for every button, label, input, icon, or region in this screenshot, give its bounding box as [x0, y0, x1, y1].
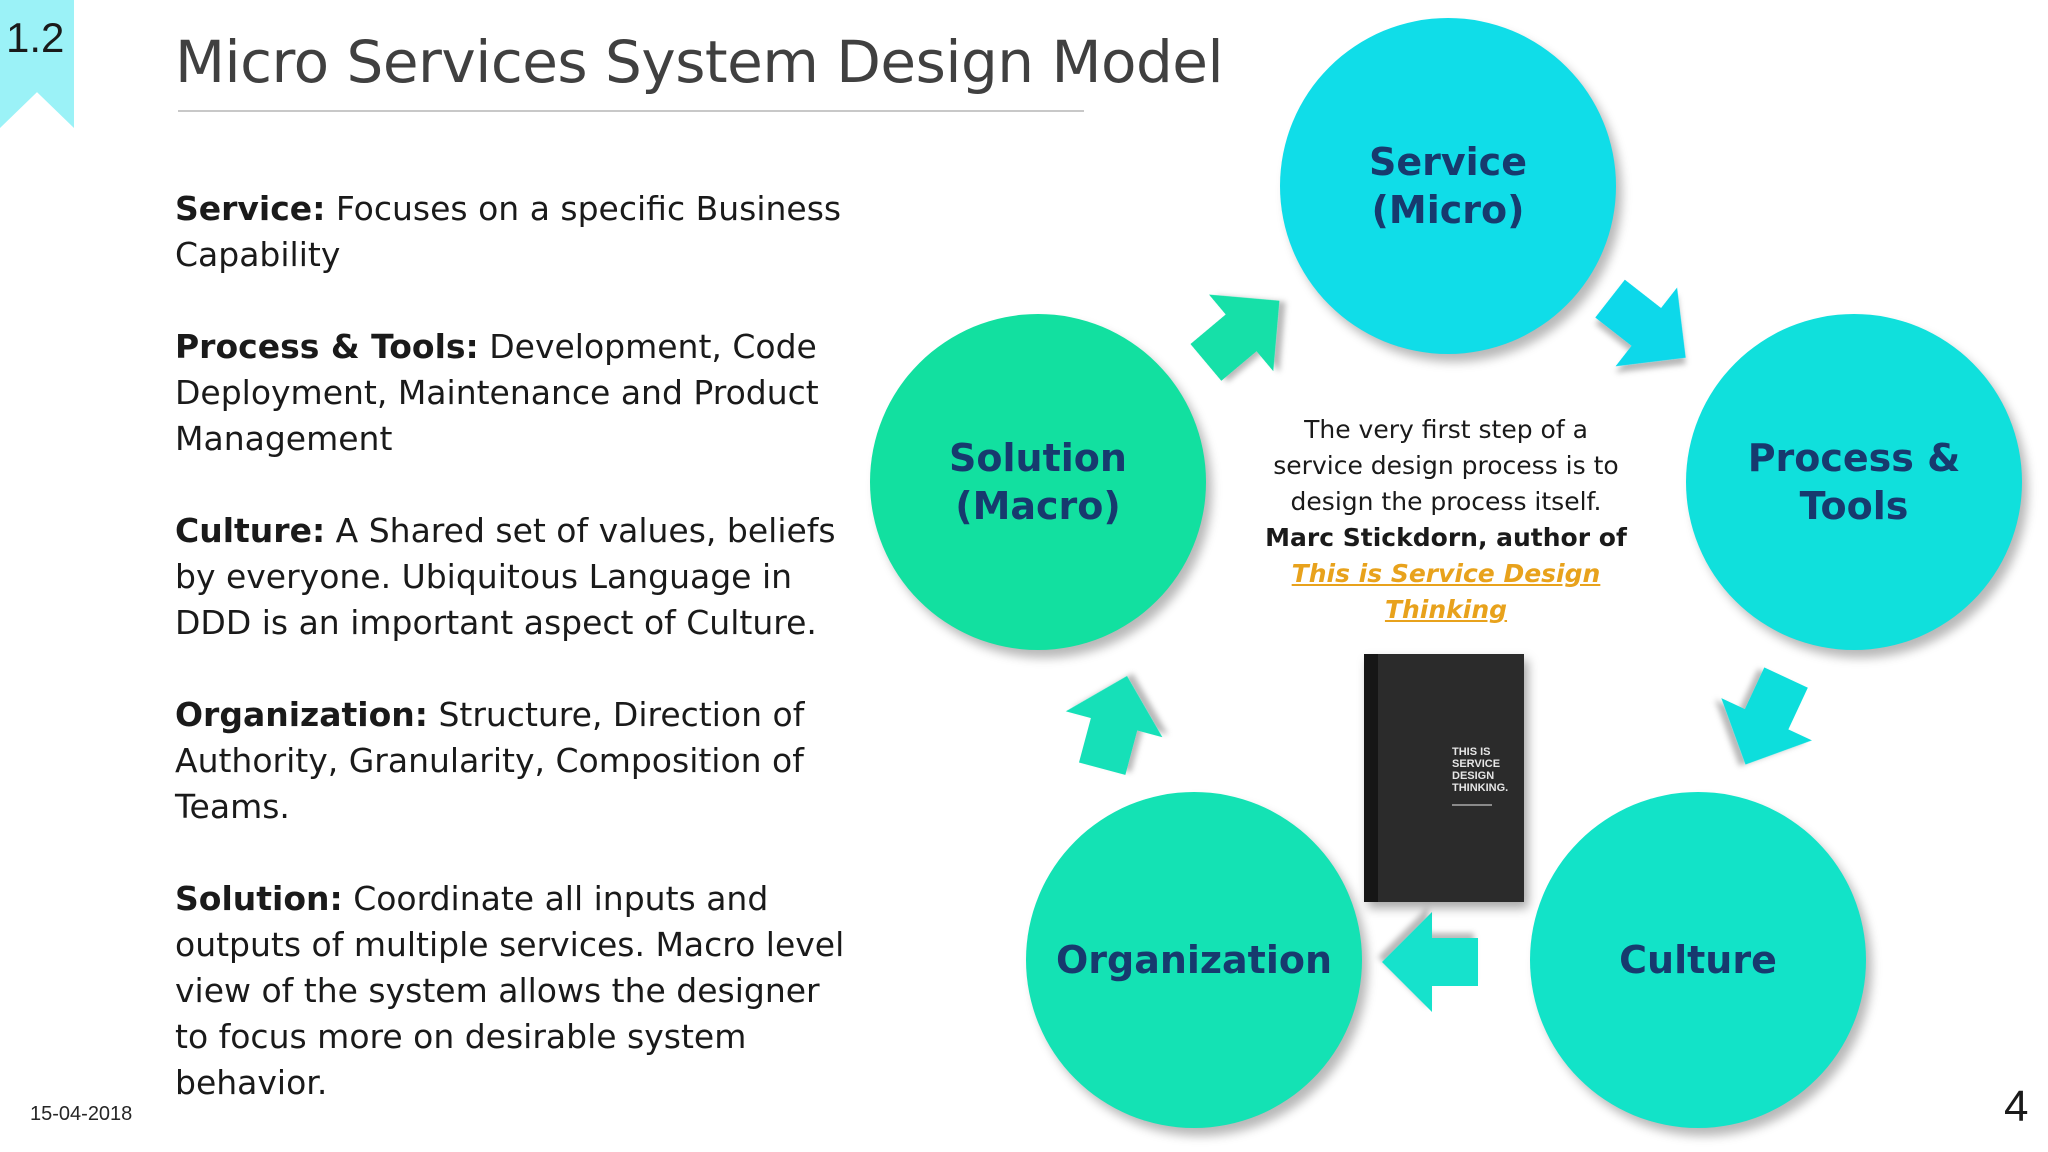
section-number: 1.2: [6, 14, 65, 61]
cycle-node-label: Organization: [1055, 938, 1333, 982]
cycle-node-solution: Solution (Macro): [870, 314, 1206, 650]
book-cover: [1364, 654, 1524, 902]
slide-date: 15-04-2018: [30, 1103, 133, 1125]
arrow-culture-to-organization: [1382, 912, 1478, 1012]
book-link[interactable]: This is Service Design Thinking: [1291, 559, 1601, 624]
slide-title: Micro Services System Design Model: [175, 28, 1224, 96]
definition-text: Structure, Direction of Authority, Granu…: [175, 695, 805, 826]
book-cover-rule: [1452, 804, 1492, 806]
definition-culture: Culture: A Shared set of values, beliefs…: [175, 508, 855, 646]
book-cover-image: THIS IS SERVICE DESIGN THINKING.: [1364, 654, 1524, 902]
arrow-solution-to-service: [1190, 294, 1280, 381]
cycle-node-label: Solution (Macro): [949, 436, 1127, 528]
definition-process-tools: Process & Tools: Development, Code Deplo…: [175, 324, 855, 462]
definition-service: Service: Focuses on a specific Business …: [175, 186, 855, 278]
definition-term: Service:: [175, 189, 326, 228]
definition-text: Focuses on a specific Business Capabilit…: [175, 189, 842, 274]
cycle-node-organization: Organization: [1026, 792, 1362, 1128]
cycle-node-culture: Culture: [1530, 792, 1866, 1128]
definition-text: A Shared set of values, beliefs by every…: [175, 511, 836, 642]
cycle-node-process-tools: Process & Tools: [1686, 314, 2022, 650]
book-cover-title: THIS IS SERVICE DESIGN THINKING.: [1452, 746, 1509, 794]
cycle-node-service: Service (Micro): [1280, 18, 1616, 354]
definition-text: Development, Code Deployment, Maintenanc…: [175, 327, 819, 458]
slide-page-number: 4: [2004, 1082, 2029, 1131]
cycle-node-label: Process & Tools: [1747, 436, 1961, 528]
definition-organization: Organization: Structure, Direction of Au…: [175, 692, 855, 830]
arrow-organization-to-solution: [1065, 675, 1163, 775]
definitions-list: Service: Focuses on a specific Business …: [175, 186, 855, 1152]
definition-text: Coordinate all inputs and outputs of mul…: [175, 879, 845, 1102]
arrow-process-to-culture: [1721, 667, 1812, 765]
center-quote: The very first step of a service design …: [1262, 412, 1630, 628]
cycle-node-label: Service (Micro): [1369, 140, 1527, 232]
quote-author: Marc Stickdorn, author of: [1265, 523, 1627, 552]
arrow-service-to-process: [1595, 279, 1686, 367]
quote-text: The very first step of a service design …: [1273, 415, 1619, 516]
book-spine: [1364, 654, 1378, 902]
definition-solution: Solution: Coordinate all inputs and outp…: [175, 876, 855, 1106]
cycle-node-label: Culture: [1619, 938, 1777, 982]
definition-term: Solution:: [175, 879, 343, 918]
title-divider: [178, 110, 1084, 112]
definition-term: Culture:: [175, 511, 326, 550]
definition-term: Organization:: [175, 695, 428, 734]
definition-term: Process & Tools:: [175, 327, 479, 366]
